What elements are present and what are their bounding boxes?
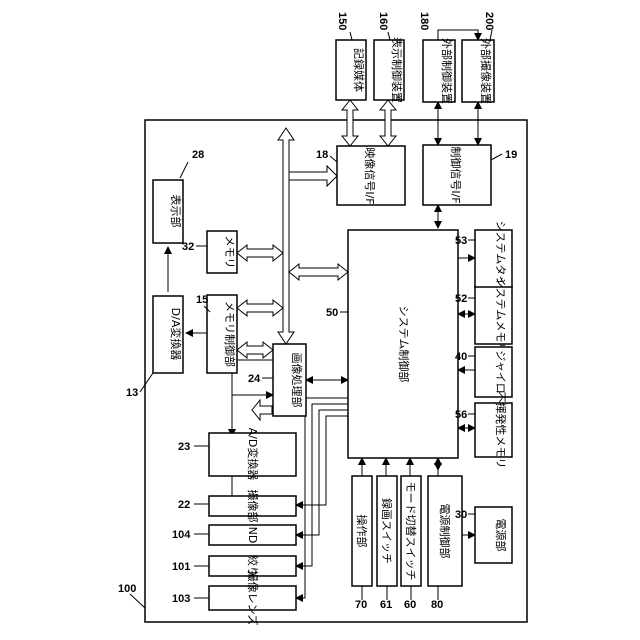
ref-display-control-device: 160: [377, 12, 389, 30]
external-imaging-device-label: 外部撮像装置: [479, 38, 493, 104]
ref-power-control: 80: [431, 599, 443, 611]
ref-power-unit: 30: [455, 509, 467, 521]
ref-mode-switch: 60: [404, 599, 416, 611]
mode-switch-label: モード切替スイッチ: [404, 482, 418, 581]
power-control-label: 電源制御部: [438, 504, 452, 559]
ref-ad-converter: 23: [178, 441, 190, 453]
gyro-label: ジャイロ: [494, 350, 507, 393]
display-unit-label: 表示部: [169, 195, 183, 228]
image-processing-label: 画像処理部: [290, 353, 304, 408]
nd-label: ND: [246, 527, 259, 544]
recording-medium-label: 記録媒体: [352, 48, 366, 92]
data-bus: [278, 128, 294, 344]
ref-control-if: 19: [505, 149, 517, 161]
ref-external-imaging-device: 200: [483, 12, 495, 30]
external-control-device-label: 外部制御装置: [440, 38, 454, 104]
control-if-label: 制御信号I/F: [449, 146, 463, 203]
ref-device-frame: 100: [118, 583, 136, 595]
ref-operation-unit: 70: [355, 599, 367, 611]
ref-memory: 32: [182, 241, 194, 253]
ref-image-processing: 24: [248, 373, 261, 385]
ref-imaging-lens: 103: [172, 593, 190, 605]
da-converter-label: D/A変換器: [169, 308, 183, 361]
memory-control-label: メモリ制御部: [223, 301, 237, 367]
record-switch-label: 録画スイッチ: [380, 498, 394, 564]
ref-recording-medium: 150: [336, 12, 348, 30]
ref-memory-control: 15: [196, 294, 208, 306]
imaging-unit-label: 撮像部: [246, 490, 260, 523]
operation-unit-label: 操作部: [355, 515, 369, 548]
ref-display-unit: 28: [192, 149, 204, 161]
ref-aperture: 101: [172, 561, 190, 573]
ref-video-if: 18: [316, 149, 328, 161]
ref-system-timer: 53: [455, 235, 467, 247]
system-memory-label: システムメモリ: [494, 277, 507, 354]
power-unit-label: 電源部: [494, 519, 508, 552]
ad-converter-label: A/D変換器: [246, 428, 260, 481]
ref-external-control-device: 180: [418, 12, 430, 30]
display-control-device-label: 表示制御装置: [390, 37, 404, 103]
ref-nd: 104: [172, 529, 191, 541]
ref-gyro: 40: [455, 351, 467, 363]
ref-system-memory: 52: [455, 293, 467, 305]
system-control-label: システム制御部: [397, 306, 411, 383]
ref-imaging-unit: 22: [178, 499, 190, 511]
video-if-label: 映像信号I/F: [363, 147, 376, 204]
memory-label: メモリ: [223, 236, 236, 269]
nonvolatile-memory-label: 不揮発性メモリ: [494, 392, 508, 469]
ref-nonvolatile-memory: 56: [455, 409, 467, 421]
ref-da-converter: 13: [126, 387, 138, 399]
ref-system-control: 50: [326, 307, 338, 319]
imaging-lens-label: 撮像レンズ: [246, 571, 260, 626]
ref-record-switch: 61: [380, 599, 392, 611]
